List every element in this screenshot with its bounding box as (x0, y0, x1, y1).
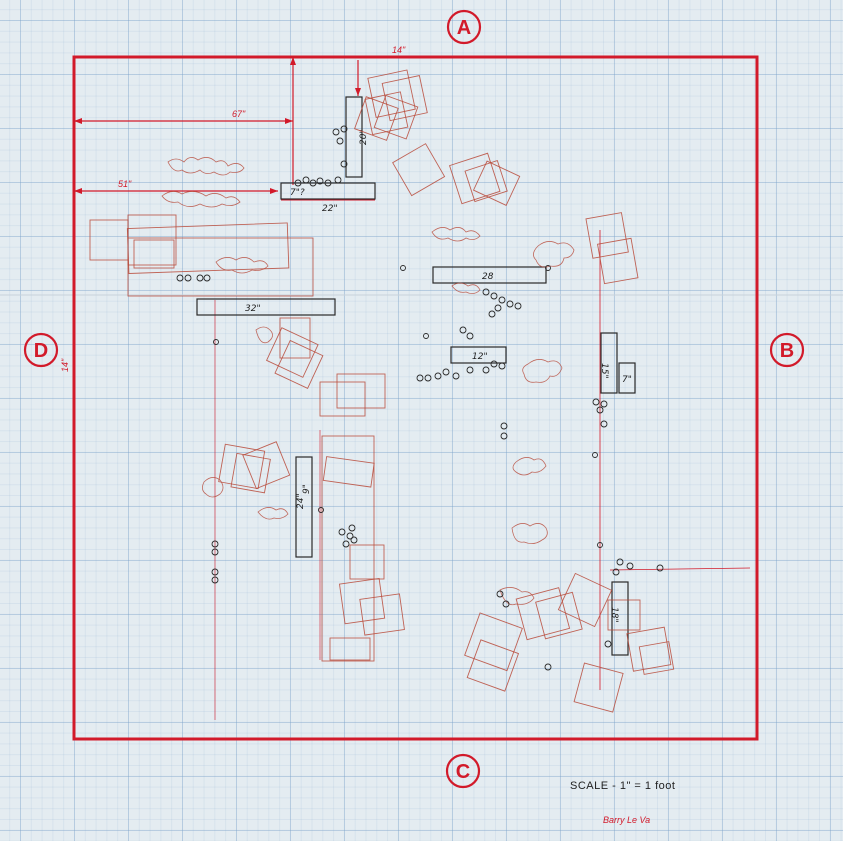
sketched-tiles (89, 69, 675, 713)
scale-note: SCALE - 1" = 1 foot (570, 780, 675, 792)
dimension-lines (74, 57, 751, 720)
dim-51-label: 51" (118, 179, 132, 189)
left-height-label: 14" (60, 358, 70, 372)
dim-7-label: 7" (622, 375, 632, 385)
beam-shapes (196, 96, 636, 656)
dim-28-label: 28 (482, 272, 494, 282)
signature: Barry Le Va (603, 815, 650, 825)
dim-20-label: 20" (359, 129, 369, 145)
dim-32-label: 32" (245, 304, 261, 314)
dim-24-label: 24" (296, 493, 306, 509)
pebbles (176, 125, 664, 671)
marker-a: A (446, 9, 482, 45)
marker-a-label: A (457, 17, 471, 39)
dim-18-label: 18" (609, 607, 619, 623)
dim-9-label: 9" (302, 484, 312, 494)
marker-d: D (23, 332, 59, 368)
marker-d-label: D (34, 340, 48, 362)
marker-b: B (769, 332, 805, 368)
dim-7q-label: 7"? (290, 188, 305, 198)
dim-12-label: 12" (472, 352, 488, 362)
marker-c-label: C (456, 761, 470, 783)
marker-c: C (445, 753, 481, 789)
rubble-clusters (161, 157, 575, 606)
dim-15-label: 15" (599, 363, 609, 379)
marker-b-label: B (780, 340, 794, 362)
top-width-label: 14" (392, 45, 406, 55)
dim-67-label: 67" (232, 109, 246, 119)
dim-22-label: 22" (322, 204, 338, 214)
